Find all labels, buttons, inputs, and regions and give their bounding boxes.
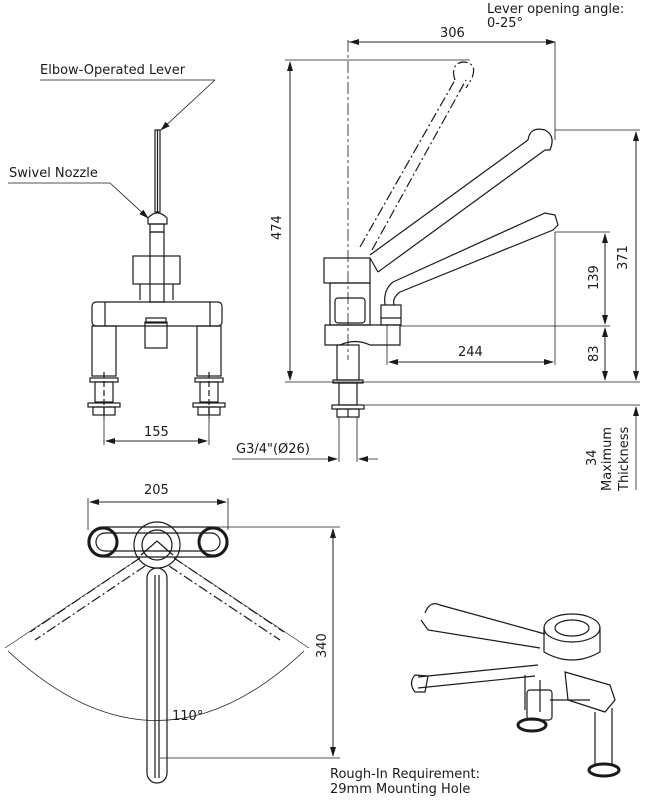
front-leg-left xyxy=(91,325,117,377)
dim-474-label: 474 xyxy=(270,215,285,240)
top-swing-right xyxy=(168,557,285,641)
front-outlet-stub xyxy=(144,321,168,349)
nozzle-callout-leader xyxy=(109,182,149,219)
dim-306-label: 306 xyxy=(440,26,465,41)
isometric-view xyxy=(410,603,621,778)
lever-callout-label: Elbow-Operated Lever xyxy=(40,63,186,78)
lever-angle-value: 0-25° xyxy=(487,16,524,31)
dim-205-label: 205 xyxy=(144,483,169,498)
dim-110-label: 110° xyxy=(172,709,204,724)
side-spout xyxy=(392,212,559,293)
front-view xyxy=(8,79,226,445)
dim-34-text2: Thickness xyxy=(617,426,632,491)
side-lever-closed xyxy=(369,139,546,273)
front-body-block xyxy=(132,255,181,285)
side-base xyxy=(324,324,401,346)
dim-83-label: 83 xyxy=(587,345,602,362)
lever-angle-label: Lever opening angle: xyxy=(487,2,625,17)
dim-thread-label: G3/4"(Ø26) xyxy=(236,442,310,457)
rough-in-label: Rough-In Requirement: xyxy=(330,767,481,782)
front-bridge xyxy=(91,301,223,327)
top-spout xyxy=(146,567,168,784)
dim-155-label: 155 xyxy=(144,425,169,440)
iso-body-arm xyxy=(564,671,616,713)
iso-spout xyxy=(417,664,539,689)
dim-371-label: 371 xyxy=(616,245,631,270)
dim-340-label: 340 xyxy=(315,633,330,658)
rough-in-value: 29mm Mounting Hole xyxy=(330,782,471,797)
side-lever-open-dashed xyxy=(359,79,467,251)
side-view xyxy=(232,39,640,490)
dim-34-label: 34 xyxy=(585,449,600,466)
top-swing-left xyxy=(29,557,146,641)
side-head xyxy=(323,257,371,284)
front-spout xyxy=(149,231,165,303)
dim-244-label: 244 xyxy=(458,345,483,360)
dim-139-label: 139 xyxy=(587,265,602,290)
dim-34-text1: Maximum xyxy=(600,426,615,491)
lever-callout-leader xyxy=(160,79,216,131)
top-view xyxy=(4,498,340,784)
iso-lever xyxy=(420,603,546,649)
nozzle-callout-label: Swivel Nozzle xyxy=(9,166,98,181)
front-nozzle-head xyxy=(147,212,168,225)
top-head-outer xyxy=(133,521,181,569)
angle-110-arc xyxy=(7,650,305,721)
front-leg-right xyxy=(196,325,222,377)
